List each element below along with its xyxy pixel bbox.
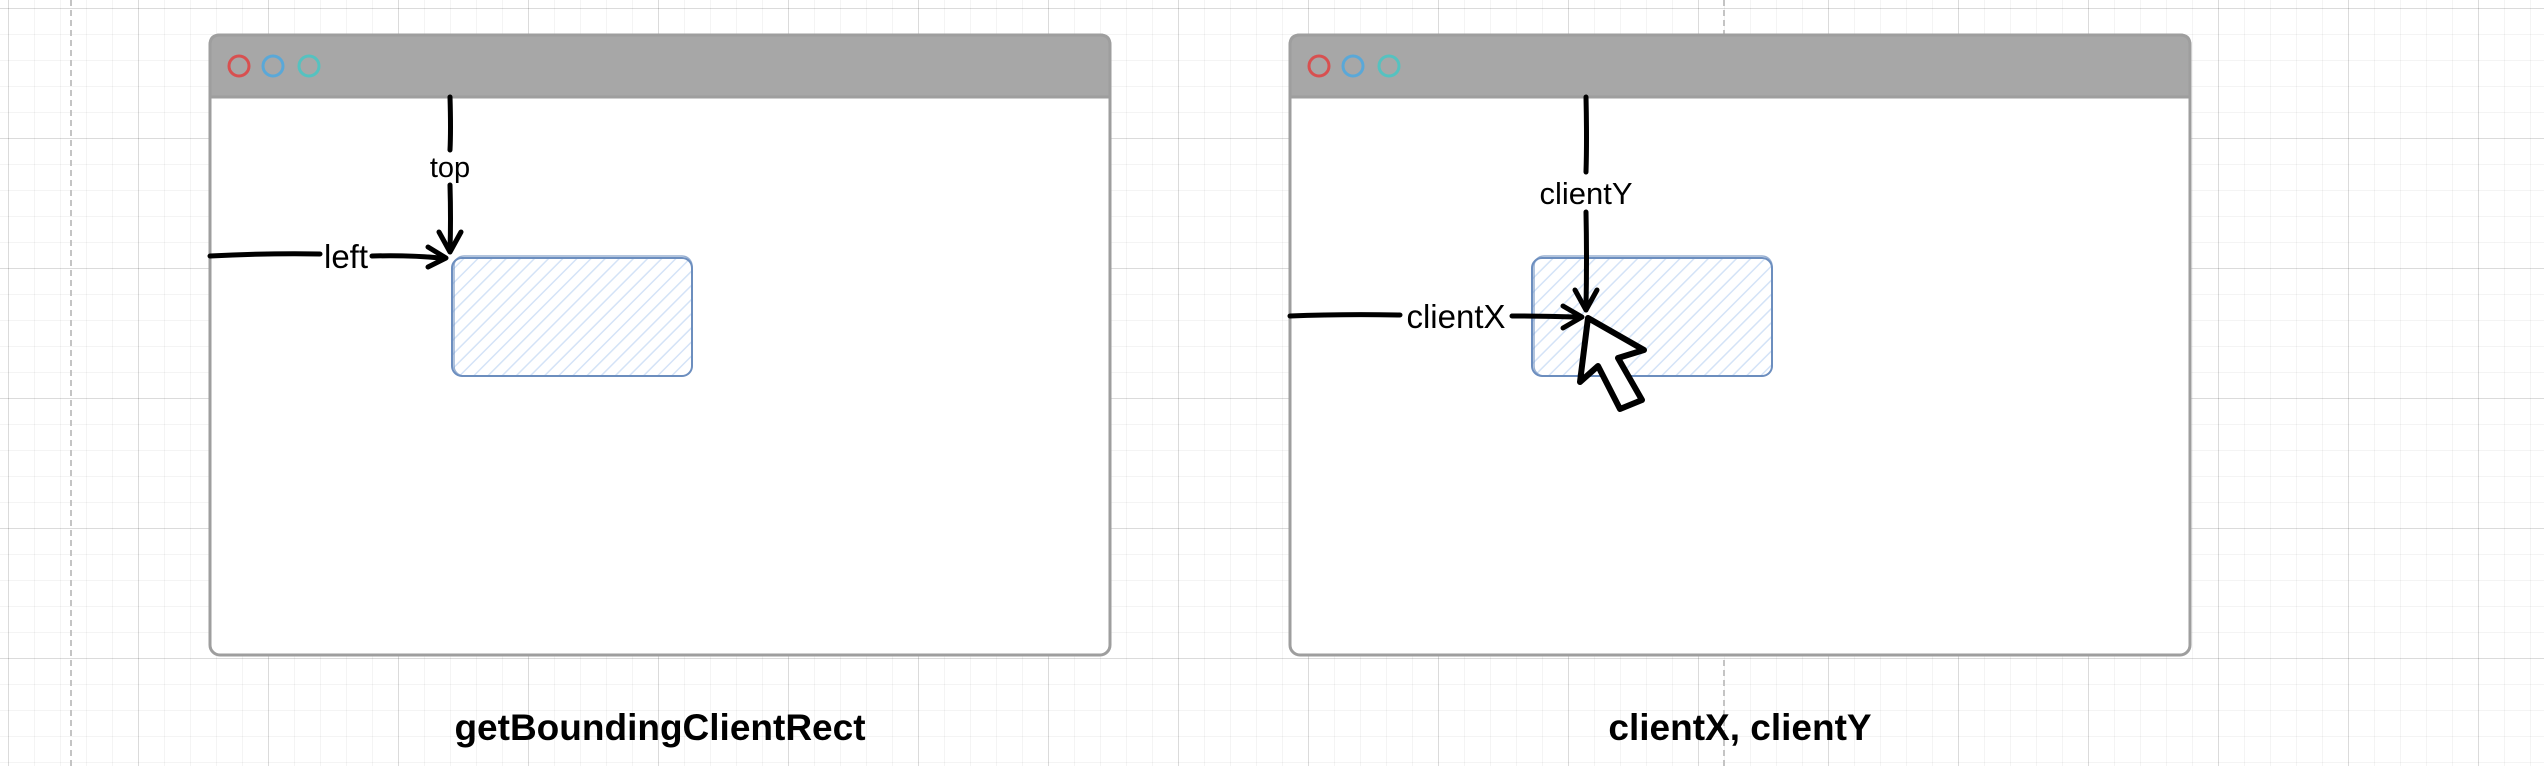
client-x-arrow (1287, 303, 1585, 331)
minimize-button[interactable] (1341, 54, 1365, 78)
top-arrow (436, 94, 464, 255)
client-x-arrowhead-icon (1560, 303, 1585, 331)
close-button[interactable] (227, 54, 251, 78)
caption-get-bounding-client-rect: getBoundingClientRect (454, 707, 865, 748)
minimize-button[interactable] (261, 54, 285, 78)
panel-client-x-client-y: clientY clientX clientX, clientY (1287, 33, 2192, 748)
top-label: top (430, 152, 470, 184)
target-element (451, 255, 693, 377)
element-box (451, 257, 693, 377)
top-arrowhead-icon (436, 229, 464, 255)
mouse-pointer-icon (1577, 315, 1647, 412)
caption-client-x-client-y: clientX, clientY (1608, 707, 1872, 748)
window-titlebar[interactable] (208, 33, 1112, 99)
left-label: left (324, 238, 368, 275)
maximize-button[interactable] (1377, 54, 1401, 78)
left-arrowhead-icon (425, 244, 449, 270)
client-y-arrowhead-icon (1572, 287, 1600, 313)
page-guide-left (70, 0, 72, 766)
client-y-arrow (1572, 94, 1600, 313)
panel-get-bounding-client-rect: top left getBoundingClientRect (207, 33, 1112, 748)
window-titlebar[interactable] (1288, 33, 2192, 99)
maximize-button[interactable] (297, 54, 321, 78)
left-arrow (207, 244, 449, 270)
close-button[interactable] (1307, 54, 1331, 78)
client-x-label: clientX (1406, 298, 1505, 335)
client-y-label: clientY (1539, 176, 1632, 211)
